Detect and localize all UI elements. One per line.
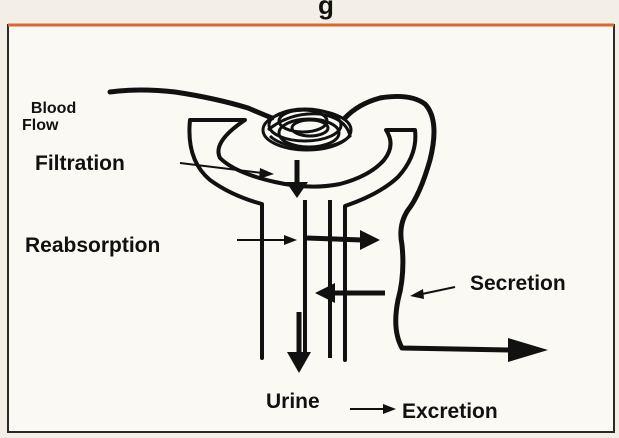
urine-label: Urine	[266, 391, 320, 412]
blood-flow-label: Blood Flow	[22, 83, 76, 134]
secretion-label: Secretion	[470, 273, 566, 294]
panel-frame	[8, 25, 614, 432]
reabsorption-label: Reabsorption	[25, 235, 160, 256]
filtration-label: Filtration	[35, 153, 125, 174]
title-fragment: g	[318, 0, 334, 20]
excretion-label: Excretion	[402, 401, 498, 422]
